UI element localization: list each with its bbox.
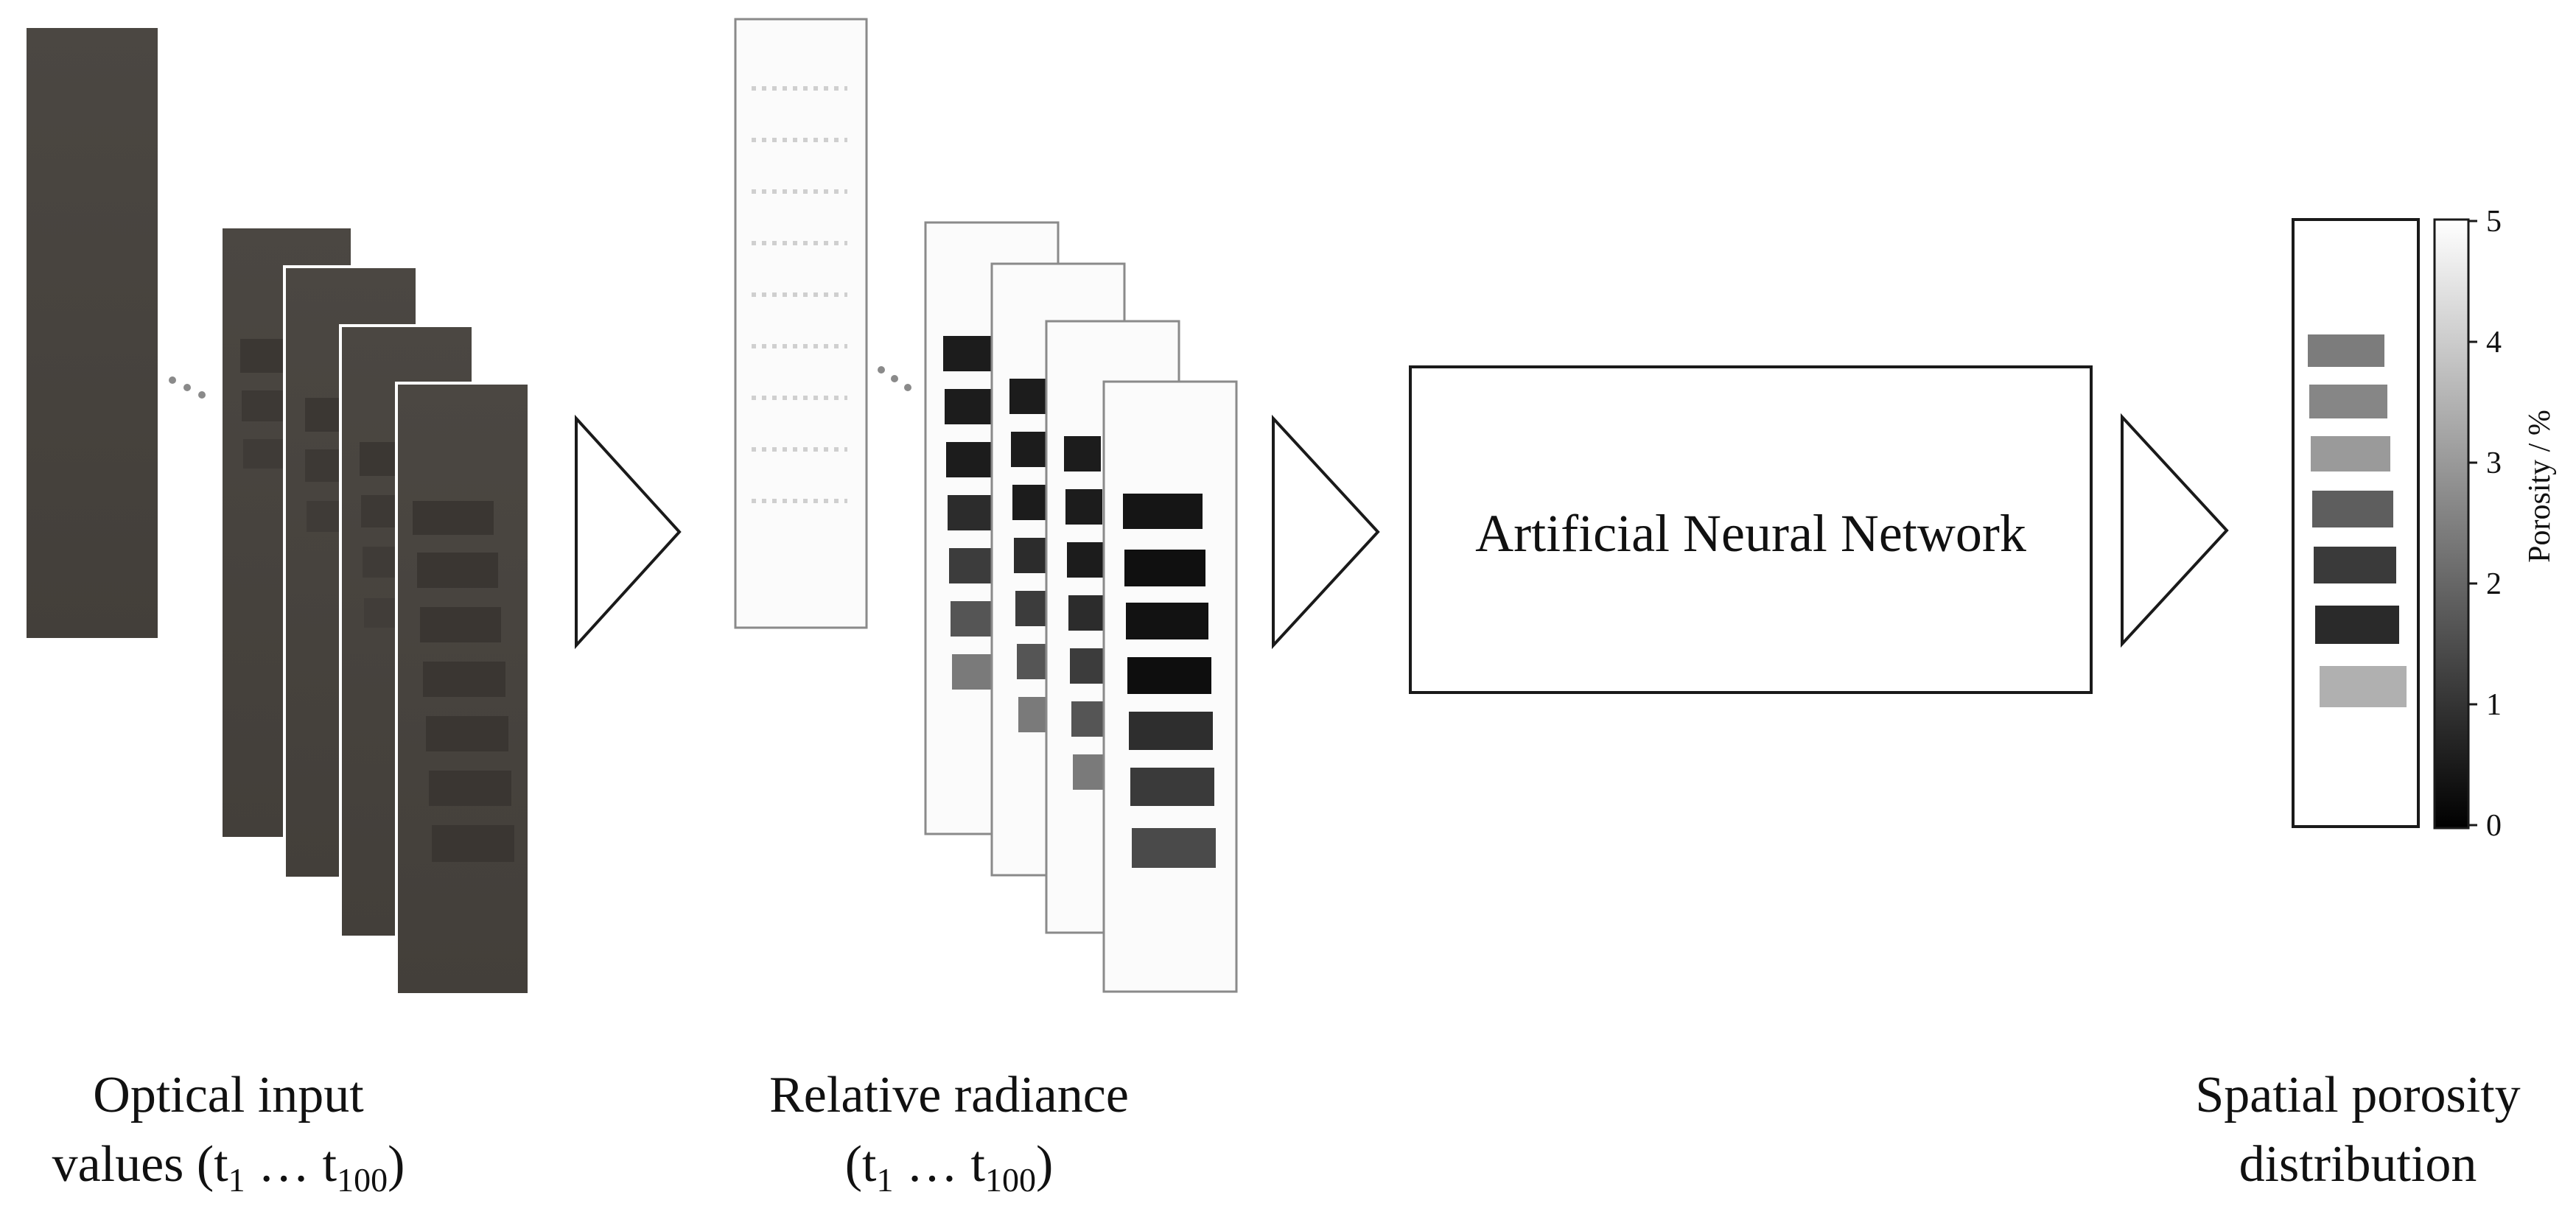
porosity-map bbox=[2292, 218, 2420, 828]
caption-relative-radiance: Relative radiance (t1 … t100) bbox=[728, 1061, 1170, 1199]
colorbar-label: Porosity / % bbox=[2523, 410, 2557, 563]
arrow-3-icon bbox=[2121, 413, 2229, 648]
radiance-frame-front bbox=[1102, 380, 1238, 993]
radiance-frame-first bbox=[734, 18, 868, 629]
colorbar: 5 4 3 2 1 0 Porosity / % bbox=[2433, 205, 2557, 843]
caption-radiance-line1: Relative radiance bbox=[769, 1067, 1129, 1123]
ann-block: Artificial Neural Network bbox=[1409, 365, 2093, 694]
colorbar-tick-3: 3 bbox=[2486, 446, 2502, 480]
caption-optical-input: Optical input values (t1 … t100) bbox=[22, 1061, 435, 1199]
radiance-dots-icon bbox=[878, 366, 911, 391]
colorbar-tick-5: 5 bbox=[2486, 205, 2502, 239]
ellipsis-dots-icon bbox=[169, 376, 206, 399]
optical-frame-front bbox=[395, 382, 531, 996]
colorbar-tick-2: 2 bbox=[2486, 567, 2502, 601]
colorbar-tick-1: 1 bbox=[2486, 688, 2502, 722]
colorbar-tick-0: 0 bbox=[2486, 809, 2502, 843]
caption-radiance-line2: (t1 … t100) bbox=[844, 1136, 1054, 1199]
optical-frame-first bbox=[27, 28, 158, 638]
arrow-1-icon bbox=[575, 414, 682, 650]
colorbar-tick-4: 4 bbox=[2486, 326, 2502, 360]
optical-input-stack bbox=[27, 28, 531, 996]
caption-porosity-line2: distribution bbox=[2239, 1136, 2477, 1193]
arrow-2-icon bbox=[1272, 414, 1380, 650]
ann-box bbox=[1409, 365, 2093, 694]
caption-porosity: Spatial porosity distribution bbox=[2152, 1061, 2564, 1199]
caption-optical-line2: values (t1 … t100) bbox=[52, 1136, 405, 1199]
radiance-stack bbox=[734, 18, 1238, 993]
caption-porosity-line1: Spatial porosity bbox=[2195, 1067, 2521, 1123]
ann-label: Artificial Neural Network bbox=[1475, 504, 2026, 563]
colorbar-gradient bbox=[2433, 218, 2470, 830]
caption-optical-line1: Optical input bbox=[93, 1067, 364, 1123]
